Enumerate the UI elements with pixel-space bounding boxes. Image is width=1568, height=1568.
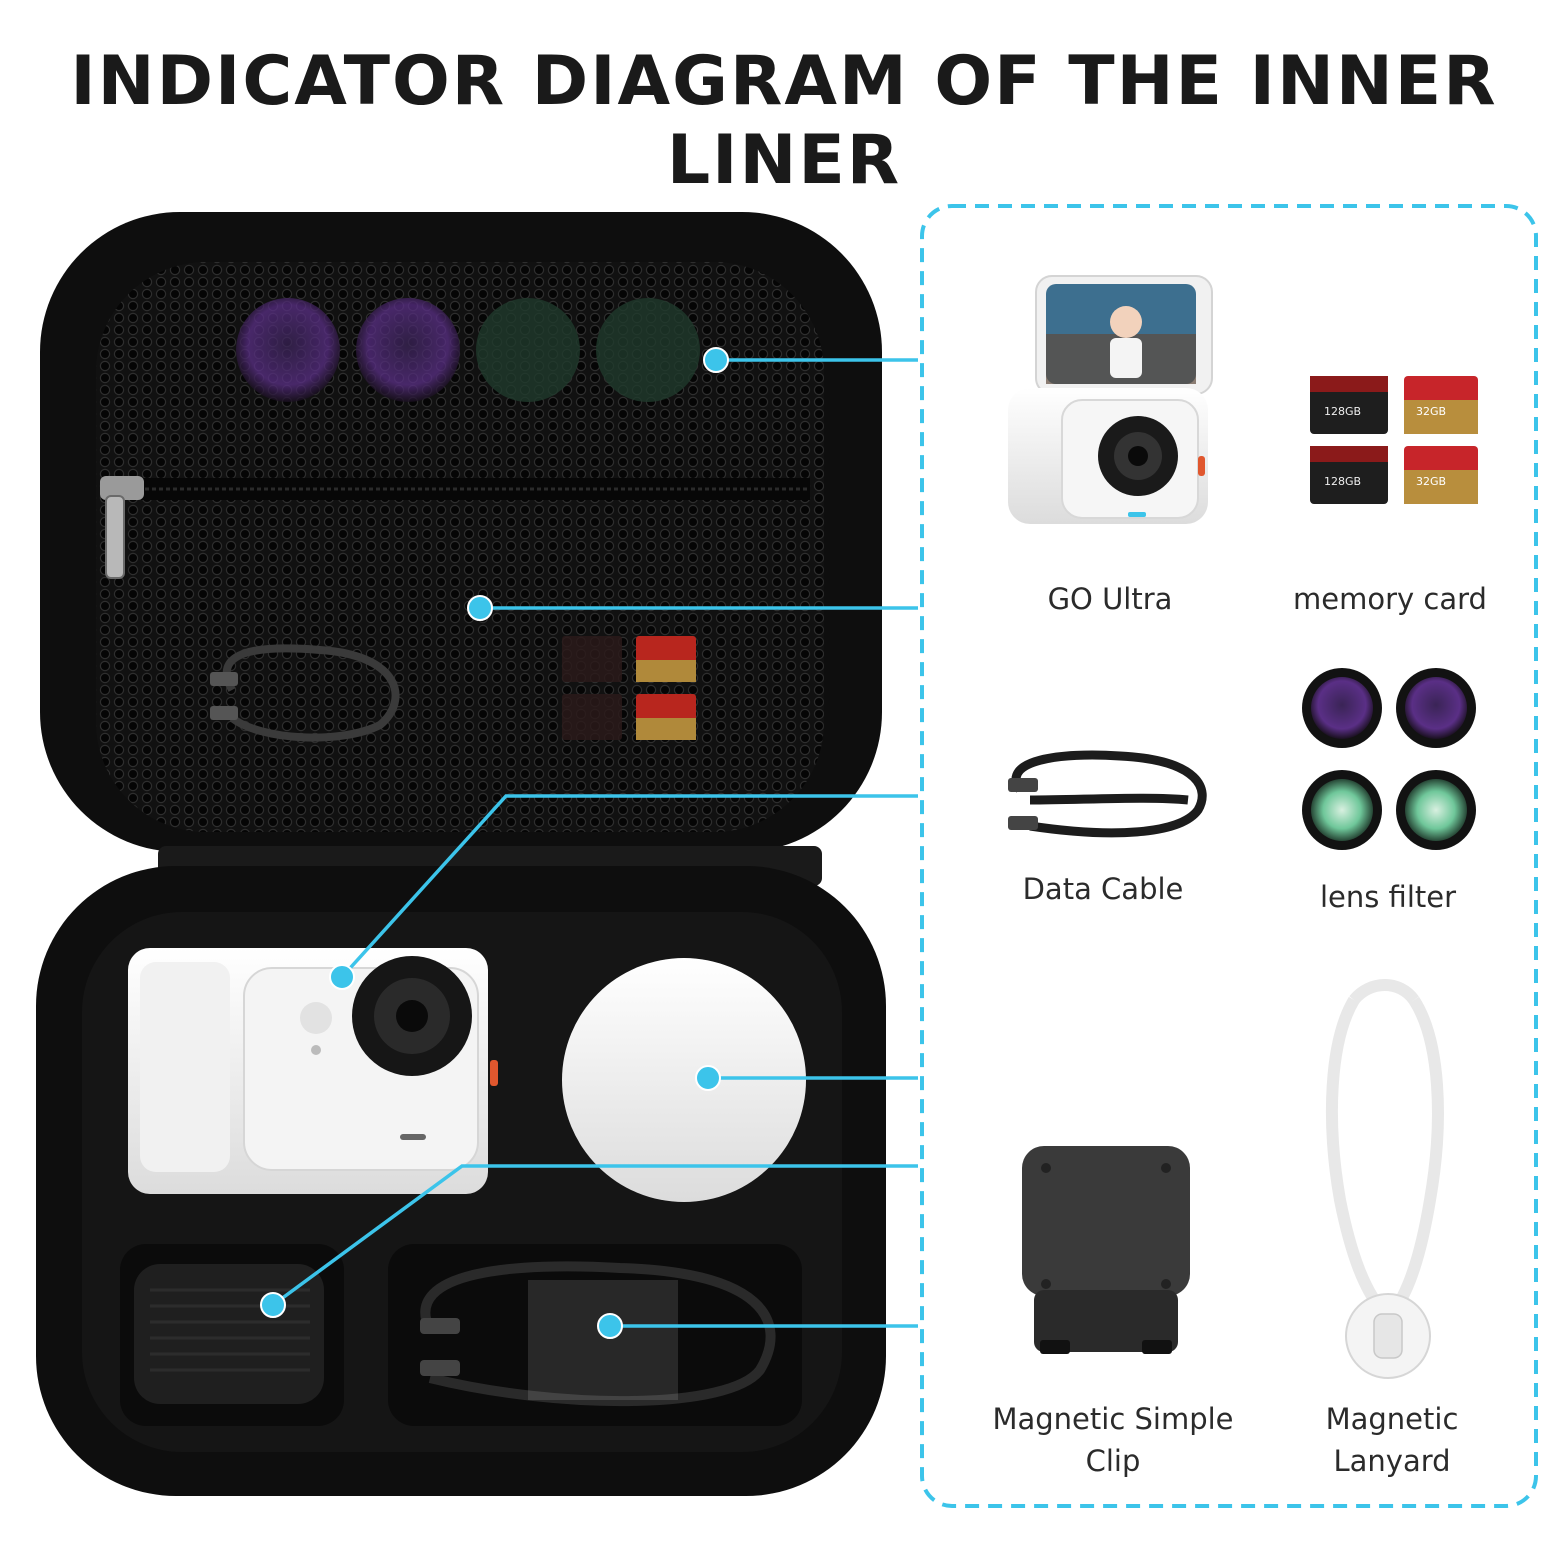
callout-lines [271, 358, 918, 1328]
magnetic-lanyard-label-line1: Magnetic [1325, 1402, 1459, 1436]
card-capacity-d: 32GB [1416, 475, 1446, 488]
magnetic-clip-label-line2: Clip [1085, 1444, 1141, 1478]
go-ultra-image [1008, 275, 1213, 524]
item-label-lens-filter: lens filter [1319, 880, 1457, 914]
callout-dots [260, 347, 729, 1339]
case [36, 212, 886, 1496]
lid-memory-cards [562, 636, 696, 740]
magnetic-lanyard-image [1325, 979, 1444, 1379]
memory-card-image: 128GB 32GB 128GB 32GB [1310, 376, 1478, 504]
item-label-memory-card: memory card [1293, 582, 1487, 616]
base-round-accessory [562, 958, 806, 1202]
magnetic-clip-label-line1: Magnetic Simple [992, 1402, 1234, 1436]
item-label-go-ultra: GO Ultra [1047, 582, 1173, 616]
magnetic-clip-image [1022, 1146, 1190, 1354]
magnetic-lanyard-label-line2: Lanyard [1333, 1444, 1451, 1478]
page-title: INDICATOR DIAGRAM OF THE INNER LINER [70, 42, 1498, 200]
base-magnetic-clip [134, 1264, 324, 1404]
zipper-pull [100, 476, 144, 579]
card-capacity-a: 128GB [1324, 405, 1361, 418]
lid-lens-filters [236, 298, 700, 402]
card-capacity-b: 32GB [1416, 405, 1446, 418]
data-cable-image [1008, 750, 1207, 838]
card-capacity-c: 128GB [1324, 475, 1361, 488]
legend-panel [920, 204, 1538, 1508]
lens-filter-image [1302, 668, 1476, 850]
case-lid-mesh [96, 262, 824, 832]
item-label-magnetic-lanyard: Magnetic Lanyard [1294, 1398, 1490, 1482]
base-data-cable [420, 1261, 776, 1407]
item-label-magnetic-clip: Magnetic Simple Clip [980, 1398, 1246, 1482]
base-camera [128, 948, 498, 1194]
lid-data-cable [210, 644, 400, 742]
item-label-data-cable: Data Cable [1022, 872, 1184, 906]
